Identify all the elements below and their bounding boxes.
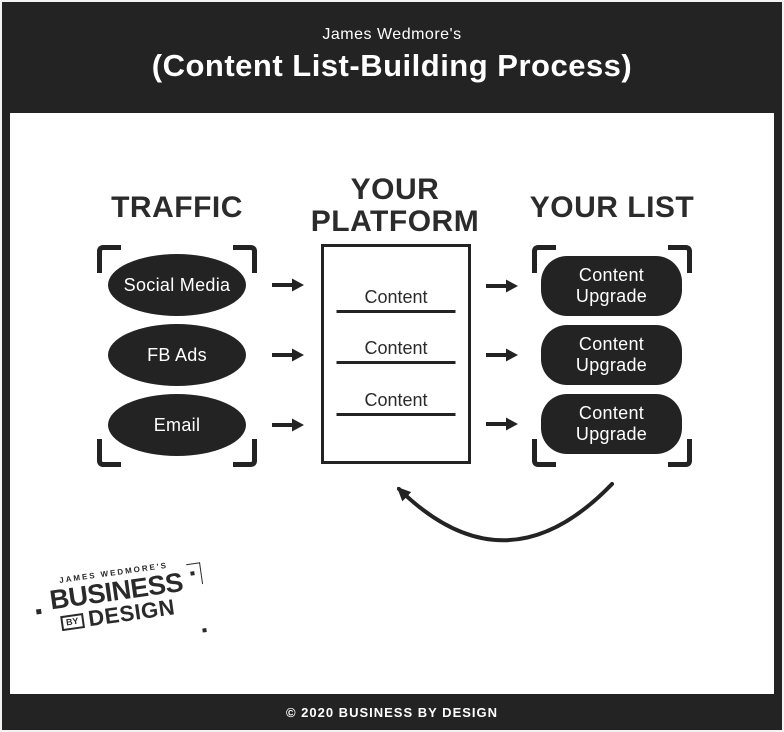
platform-content-slot: Content [336,390,456,416]
corner-bracket-icon [97,439,121,467]
arrow-right-icon [272,278,304,292]
list-node-content-upgrade: Content Upgrade [541,256,682,316]
corner-bracket-icon [532,439,556,467]
platform-content-slot: Content [336,287,456,313]
traffic-group: Social Media FB Ads Email [97,245,257,467]
copyright-text: © 2020 BUSINESS BY DESIGN [285,704,499,720]
list-group: Content Upgrade Content Upgrade Content … [532,245,692,467]
header-kicker: James Wedmore's [322,26,462,43]
traffic-node-fb-ads: FB Ads [108,324,246,386]
arrow-right-icon [272,348,304,362]
list-node-label: Content Upgrade [575,403,648,444]
arrow-right-icon [272,418,304,432]
list-node-content-upgrade: Content Upgrade [541,325,682,385]
platform-heading: YOUR PLATFORM [310,173,480,238]
list-node-label: Content Upgrade [575,265,648,306]
traffic-node-label: Email [153,414,201,435]
platform-box: Content Content Content [321,244,471,464]
corner-bracket-icon [668,245,692,273]
logo-corner-bracket-icon [186,562,204,586]
corner-bracket-icon [668,439,692,467]
traffic-node-social-media: Social Media [108,254,246,316]
logo-by-badge: BY [60,613,85,632]
corner-bracket-icon [97,245,121,273]
arrow-right-icon [486,348,518,362]
traffic-heading: TRAFFIC [111,191,243,224]
page-title: (Content List-Building Process) [151,48,633,83]
logo-dot-icon [35,608,42,615]
traffic-node-label: Social Media [123,274,231,295]
corner-bracket-icon [532,245,556,273]
list-heading: YOUR LIST [529,191,695,224]
list-node-content-upgrade: Content Upgrade [541,394,682,454]
traffic-node-label: FB Ads [147,344,207,365]
list-node-label: Content Upgrade [575,334,648,375]
corner-bracket-icon [233,439,257,467]
corner-bracket-icon [233,245,257,273]
traffic-node-email: Email [108,394,246,456]
platform-content-slot: Content [336,338,456,364]
arrow-right-icon [486,279,518,293]
arrow-right-icon [486,417,518,431]
logo-dot-icon [202,628,207,633]
footer-bar: © 2020 BUSINESS BY DESIGN [2,694,782,730]
